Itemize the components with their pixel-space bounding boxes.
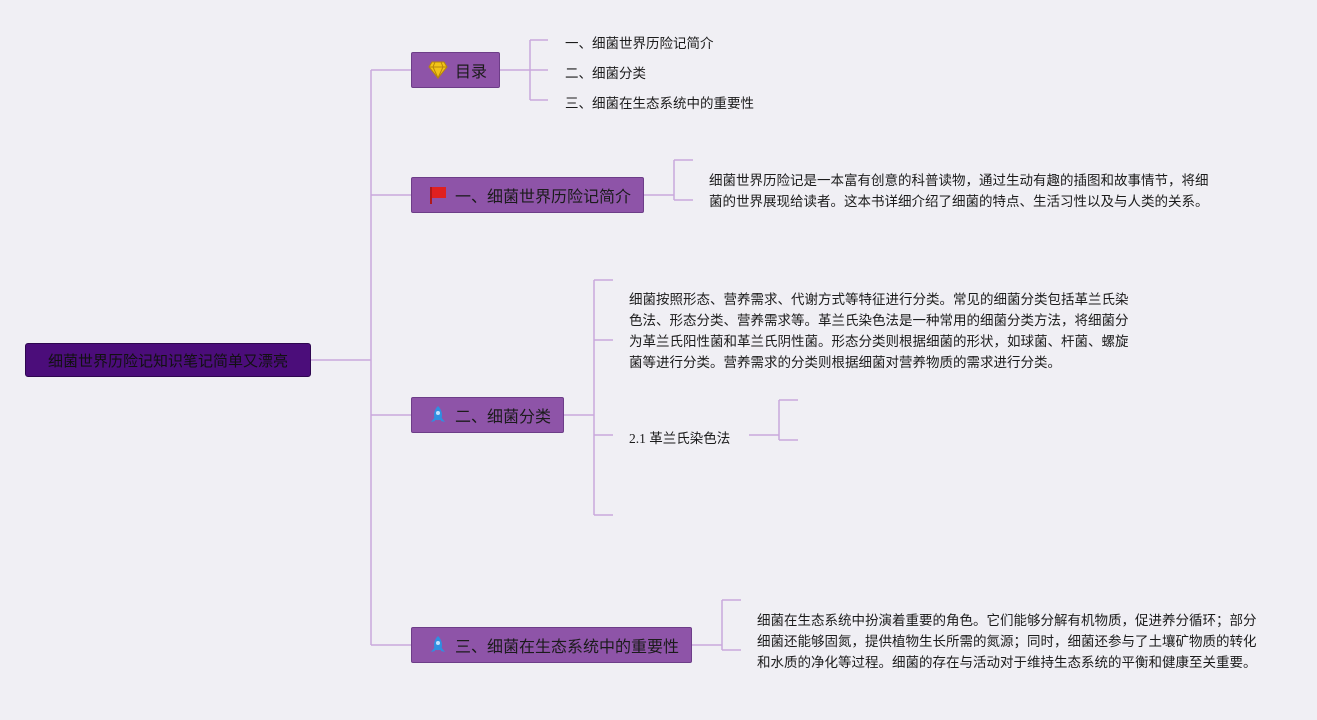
topic-introduction[interactable]: 一、细菌世界历险记简介 xyxy=(411,177,644,213)
red-flag-icon xyxy=(428,184,449,206)
contents-item[interactable]: 一、细菌世界历险记简介 xyxy=(565,36,714,52)
topic-label: 一、细菌世界历险记简介 xyxy=(454,187,631,206)
root-topic[interactable]: 细菌世界历险记知识笔记简单又漂亮 xyxy=(25,343,311,377)
diamond-icon xyxy=(428,59,449,81)
topic-label: 三、细菌在生态系统中的重要性 xyxy=(454,637,679,656)
introduction-paragraph: 细菌世界历险记是一本富有创意的科普读物，通过生动有趣的插图和故事情节，将细菌的世… xyxy=(709,173,1209,210)
contents-item[interactable]: 二、细菌分类 xyxy=(565,66,646,82)
blue-rocket-icon xyxy=(428,404,449,426)
contents-item[interactable]: 三、细菌在生态系统中的重要性 xyxy=(565,96,754,112)
ecosystem-paragraph: 细菌在生态系统中扮演着重要的角色。它们能够分解有机物质，促进养分循环；部分细菌还… xyxy=(757,613,1257,671)
topic-label: 二、细菌分类 xyxy=(454,407,551,426)
classification-paragraph: 细菌按照形态、营养需求、代谢方式等特征进行分类。常见的细菌分类包括革兰氏染色法、… xyxy=(629,292,1129,371)
topic-contents[interactable]: 目录 xyxy=(411,52,500,88)
topic-ecosystem-importance[interactable]: 三、细菌在生态系统中的重要性 xyxy=(411,627,692,663)
blue-rocket-icon xyxy=(428,634,449,656)
topic-classification[interactable]: 二、细菌分类 xyxy=(411,397,564,433)
subtopic-gram-stain[interactable]: 2.1 革兰氏染色法 xyxy=(629,431,731,446)
topic-label: 目录 xyxy=(454,62,487,81)
root-topic-label: 细菌世界历险记知识笔记简单又漂亮 xyxy=(47,351,288,370)
